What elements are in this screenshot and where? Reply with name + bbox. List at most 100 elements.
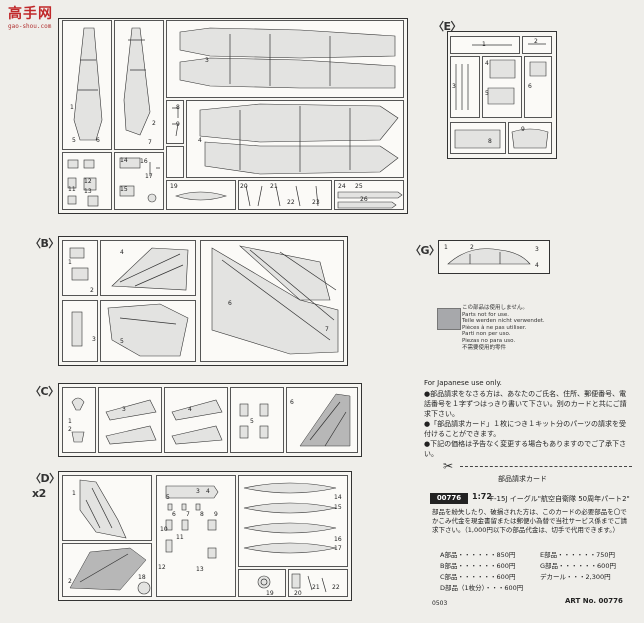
price-row: D部品（1枚分）・・・600円 <box>440 584 524 592</box>
price-label: G部品 <box>540 562 559 570</box>
price-row: B部品・・・・・・600円 <box>440 562 516 570</box>
order-card-description: 部品を紛失したり、破損された方は、このカードの必要部品を〇でかこみ代金を現金書留… <box>432 508 627 534</box>
part-num: 11 <box>176 534 184 541</box>
part-num: 12 <box>158 564 166 571</box>
sprue-g-letter: 〈G〉 <box>410 244 440 257</box>
price-value: 750円 <box>596 551 616 559</box>
not-for-use-note: この部品は使用しません。 Parts not for use. Teile we… <box>462 305 545 351</box>
note-paragraph: ●部品請求をなさる方は、あなたのご氏名、住所、郵便番号、電話番号を１字ずつはっき… <box>424 390 627 418</box>
sprue-d-letter: 〈D〉 <box>30 472 60 485</box>
part-num: 1 <box>68 259 72 266</box>
part-num: 5 <box>72 137 76 144</box>
part-num: 6 <box>528 83 532 90</box>
part-num: 10 <box>160 526 168 533</box>
sprue-e-cell-2 <box>522 36 552 54</box>
part-num: 3 <box>535 246 539 253</box>
part-num: 4 <box>120 249 124 256</box>
note-line: 不需要使用的零件 <box>462 344 507 351</box>
sprue-d-count: x2 <box>32 487 46 500</box>
part-num: 2 <box>534 38 538 45</box>
part-num: 24 <box>338 183 346 190</box>
part-num: 2 <box>470 244 474 251</box>
kit-name: F-15J イーグル"航空自衛隊 50周年パート2" <box>490 495 630 503</box>
part-num: 19 <box>170 183 178 190</box>
price-label: D部品（1枚分） <box>440 584 485 592</box>
part-num: 1 <box>68 418 72 425</box>
part-num: 6 <box>290 399 294 406</box>
part-num: 21 <box>312 584 320 591</box>
logo-text: 高手网 <box>8 6 53 22</box>
cut-line <box>460 466 632 467</box>
part-num: 17 <box>334 545 342 552</box>
not-for-use-swatch <box>437 308 461 330</box>
part-num: 16 <box>140 158 148 165</box>
price-label: A部品 <box>440 551 458 559</box>
price-value: 850円 <box>496 551 516 559</box>
part-num: 12 <box>84 178 92 185</box>
kit-code: 00776 <box>430 493 468 504</box>
part-num: 14 <box>334 494 342 501</box>
price-label: E部品 <box>540 551 558 559</box>
part-num: 1 <box>482 41 486 48</box>
price-label: C部品 <box>440 573 458 581</box>
part-num: 9 <box>521 126 525 133</box>
order-card-title: 部品請求カード <box>498 475 547 483</box>
part-num: 22 <box>287 199 295 206</box>
part-num: 8 <box>176 104 180 111</box>
part-num: 18 <box>138 574 146 581</box>
japan-order-note: For Japanese use only. ●部品請求をなさる方は、あなたのご… <box>424 378 630 459</box>
part-num: 14 <box>120 157 128 164</box>
note-line: この部品は使用しません。 <box>462 305 528 311</box>
part-num: 3 <box>452 83 456 90</box>
part-num: 23 <box>312 199 320 206</box>
part-num: 6 <box>96 137 100 144</box>
part-num: 9 <box>214 511 218 518</box>
note-paragraph: ●「部品請求カード」１枚につき１キット分のパーツの請求を受付けることができます。 <box>424 420 626 438</box>
price-row: C部品・・・・・・600円 <box>440 573 516 581</box>
sprue-b-letter: 〈B〉 <box>30 237 59 250</box>
part-num: 25 <box>355 183 363 190</box>
part-num: 5 <box>120 338 124 345</box>
part-num: 4 <box>535 262 539 269</box>
price-value: 2,300円 <box>585 573 611 581</box>
part-num: 6 <box>228 300 232 307</box>
price-row: E部品・・・・・・750円 <box>540 551 616 559</box>
note-line: Parti non per uso. <box>462 331 511 338</box>
part-num: 1 <box>444 244 448 251</box>
sprue-e-cell-3 <box>450 56 480 118</box>
logo-url: gao-shou.com <box>8 23 52 30</box>
sprue-e-letter: 〈E〉 <box>433 20 462 33</box>
part-num: 1 <box>70 104 74 111</box>
part-num: 3 <box>92 336 96 343</box>
sprue-a-cell-gear <box>238 180 332 210</box>
part-num: 1 <box>72 490 76 497</box>
part-num: 17 <box>145 173 153 180</box>
part-num: 7 <box>186 511 190 518</box>
note-line: Pièces à ne pas utiliser. <box>462 324 527 331</box>
price-row: A部品・・・・・・850円 <box>440 551 516 559</box>
note-line: Piezas no para uso. <box>462 337 516 344</box>
part-num: 3 <box>122 406 126 413</box>
part-num: 8 <box>488 138 492 145</box>
part-num: 20 <box>294 590 302 597</box>
kit-scale: 1:72 <box>472 492 492 501</box>
part-num: 22 <box>332 584 340 591</box>
price-label: B部品 <box>440 562 458 570</box>
price-row: デカール・・・2,300円 <box>540 573 611 581</box>
scissors-icon: ✂ <box>443 459 454 473</box>
part-num: 15 <box>120 186 128 193</box>
part-num: 5 <box>485 90 489 97</box>
part-num: 2 <box>68 578 72 585</box>
part-num: 21 <box>270 183 278 190</box>
part-num: 3 <box>205 57 209 64</box>
part-num: 4 <box>188 406 192 413</box>
part-num: 26 <box>360 196 368 203</box>
part-num: 2 <box>68 426 72 433</box>
part-num: 5 <box>166 494 170 501</box>
